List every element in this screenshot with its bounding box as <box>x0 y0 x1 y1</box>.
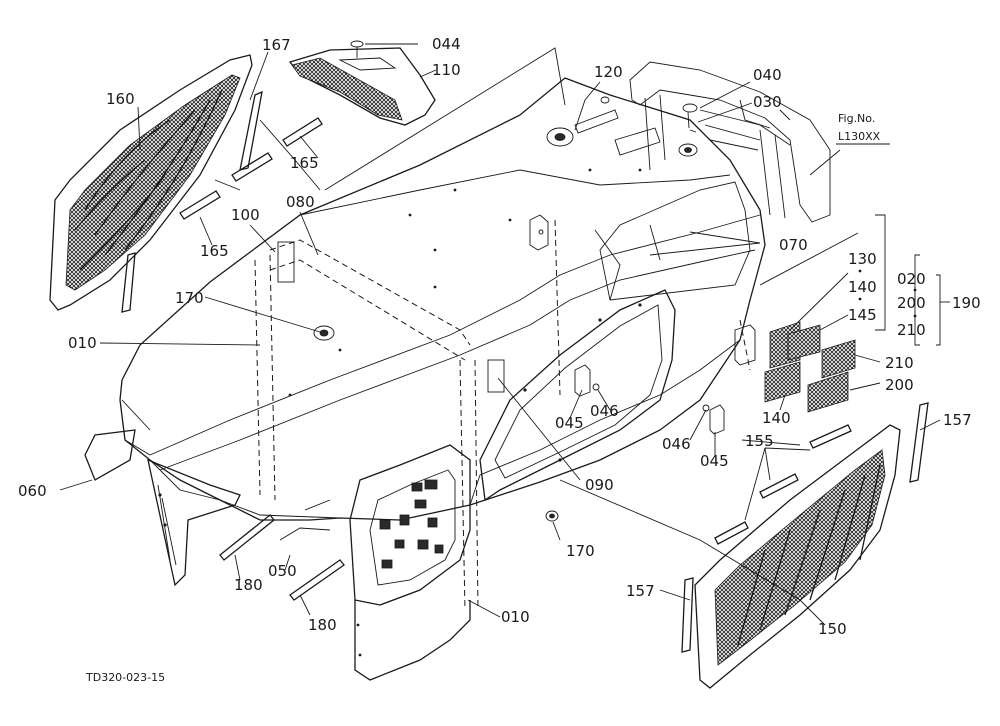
label-210-bottom: 210 <box>885 354 914 372</box>
label-150: 150 <box>818 620 847 638</box>
seal-strips <box>121 90 323 313</box>
labels: 044 110 167 160 165 165 120 040 030 100 … <box>18 35 981 684</box>
label-165-mid: 165 <box>200 242 229 260</box>
label-200-bottom: 200 <box>885 376 914 394</box>
label-060: 060 <box>18 482 47 500</box>
hood-brackets <box>529 214 756 435</box>
label-155: 155 <box>745 432 774 450</box>
lower-front-panel <box>349 444 471 681</box>
figure-ref-title: Fig.No. <box>838 112 875 125</box>
roof-details <box>546 96 698 157</box>
rear-grille-seals <box>681 402 929 653</box>
label-045-left: 045 <box>555 414 584 432</box>
label-190: 190 <box>952 294 981 312</box>
figure-ref-number: L130XX <box>838 130 881 143</box>
leader-lines <box>59 43 941 626</box>
label-110: 110 <box>432 61 461 79</box>
label-170-bottom: 170 <box>566 542 595 560</box>
label-160: 160 <box>106 90 135 108</box>
label-200-top: 200 <box>897 294 926 312</box>
label-020: 020 <box>897 270 926 288</box>
label-165-top: 165 <box>290 154 319 172</box>
label-046-right: 046 <box>662 435 691 453</box>
front-grille-upper <box>49 54 253 311</box>
label-045-right: 045 <box>700 452 729 470</box>
drawing-code: TD320-023-15 <box>85 671 165 684</box>
internal-frame <box>254 219 751 611</box>
decals <box>764 321 856 413</box>
label-140-bottom: 140 <box>762 409 791 427</box>
label-210-top: 210 <box>897 321 926 339</box>
label-050: 050 <box>268 562 297 580</box>
label-044: 044 <box>432 35 461 53</box>
hood-body <box>119 77 766 521</box>
label-157-bottom: 157 <box>626 582 655 600</box>
group-brackets <box>875 214 950 346</box>
label-046-left: 046 <box>590 402 619 420</box>
front-left-bracket <box>147 458 241 587</box>
label-010-bottom: 010 <box>501 608 530 626</box>
grommets <box>313 325 559 522</box>
label-010-left: 010 <box>68 334 97 352</box>
label-100: 100 <box>231 206 260 224</box>
label-157-right: 157 <box>943 411 972 429</box>
label-145: 145 <box>848 306 877 324</box>
label-040: 040 <box>753 66 782 84</box>
label-120: 120 <box>594 63 623 81</box>
rear-grille <box>694 424 901 689</box>
label-167-top: 167 <box>262 36 291 54</box>
label-180-bottom: 180 <box>308 616 337 634</box>
label-090: 090 <box>585 476 614 494</box>
side-door-panel <box>479 289 676 502</box>
lower-strips <box>84 429 345 601</box>
label-070: 070 <box>779 236 808 254</box>
label-180-left: 180 <box>234 576 263 594</box>
label-130: 130 <box>848 250 877 268</box>
label-170-top: 170 <box>175 289 204 307</box>
label-080: 080 <box>286 193 315 211</box>
label-030: 030 <box>753 93 782 111</box>
top-vent-cover <box>288 40 436 126</box>
label-140-top: 140 <box>848 278 877 296</box>
